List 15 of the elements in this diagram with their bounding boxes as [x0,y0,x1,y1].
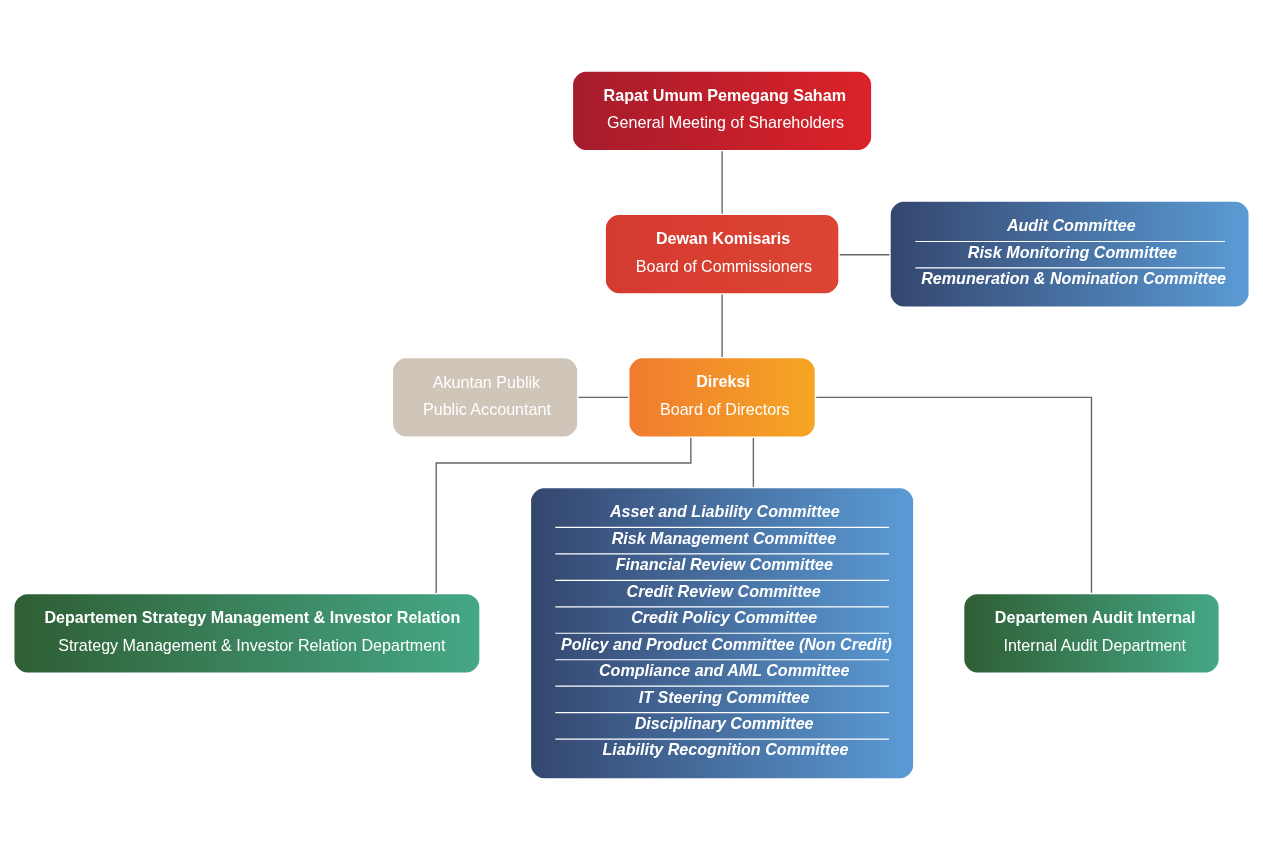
node-box: Dewan Komisaris Board of Commissioners [603,212,841,296]
node-box: Rapat Umum Pemegang Saham General Meeting of Shareholders [570,69,874,153]
node-box: Audit Committee Risk Monitoring Committee Remuneration & Nomination Committee [888,199,1251,309]
connector [577,396,629,399]
connector [721,150,723,215]
connector [721,293,723,358]
connector [752,437,755,488]
node-box: Departemen Audit Internal Internal Audit Department [962,591,1221,675]
connector [839,254,891,256]
node-box: Akuntan Publik Public Accountant [390,355,580,439]
node-box: Direksi Board of Directors [627,355,818,439]
node-box: Asset and Liability Committee Risk Management Committee Financial Review Committee Credit Review Committee Credit Policy Committee Policy and Product Committee (Non Credit) Compliance and AML Committee IT Steering Committee Disciplinary Committee Liability Recognition Committee [528,486,916,781]
connector [815,396,1093,594]
node-box: Departemen Strategy Management & Investor Relation Strategy Management & Investor Relation Department [12,591,482,675]
connector [435,437,692,594]
